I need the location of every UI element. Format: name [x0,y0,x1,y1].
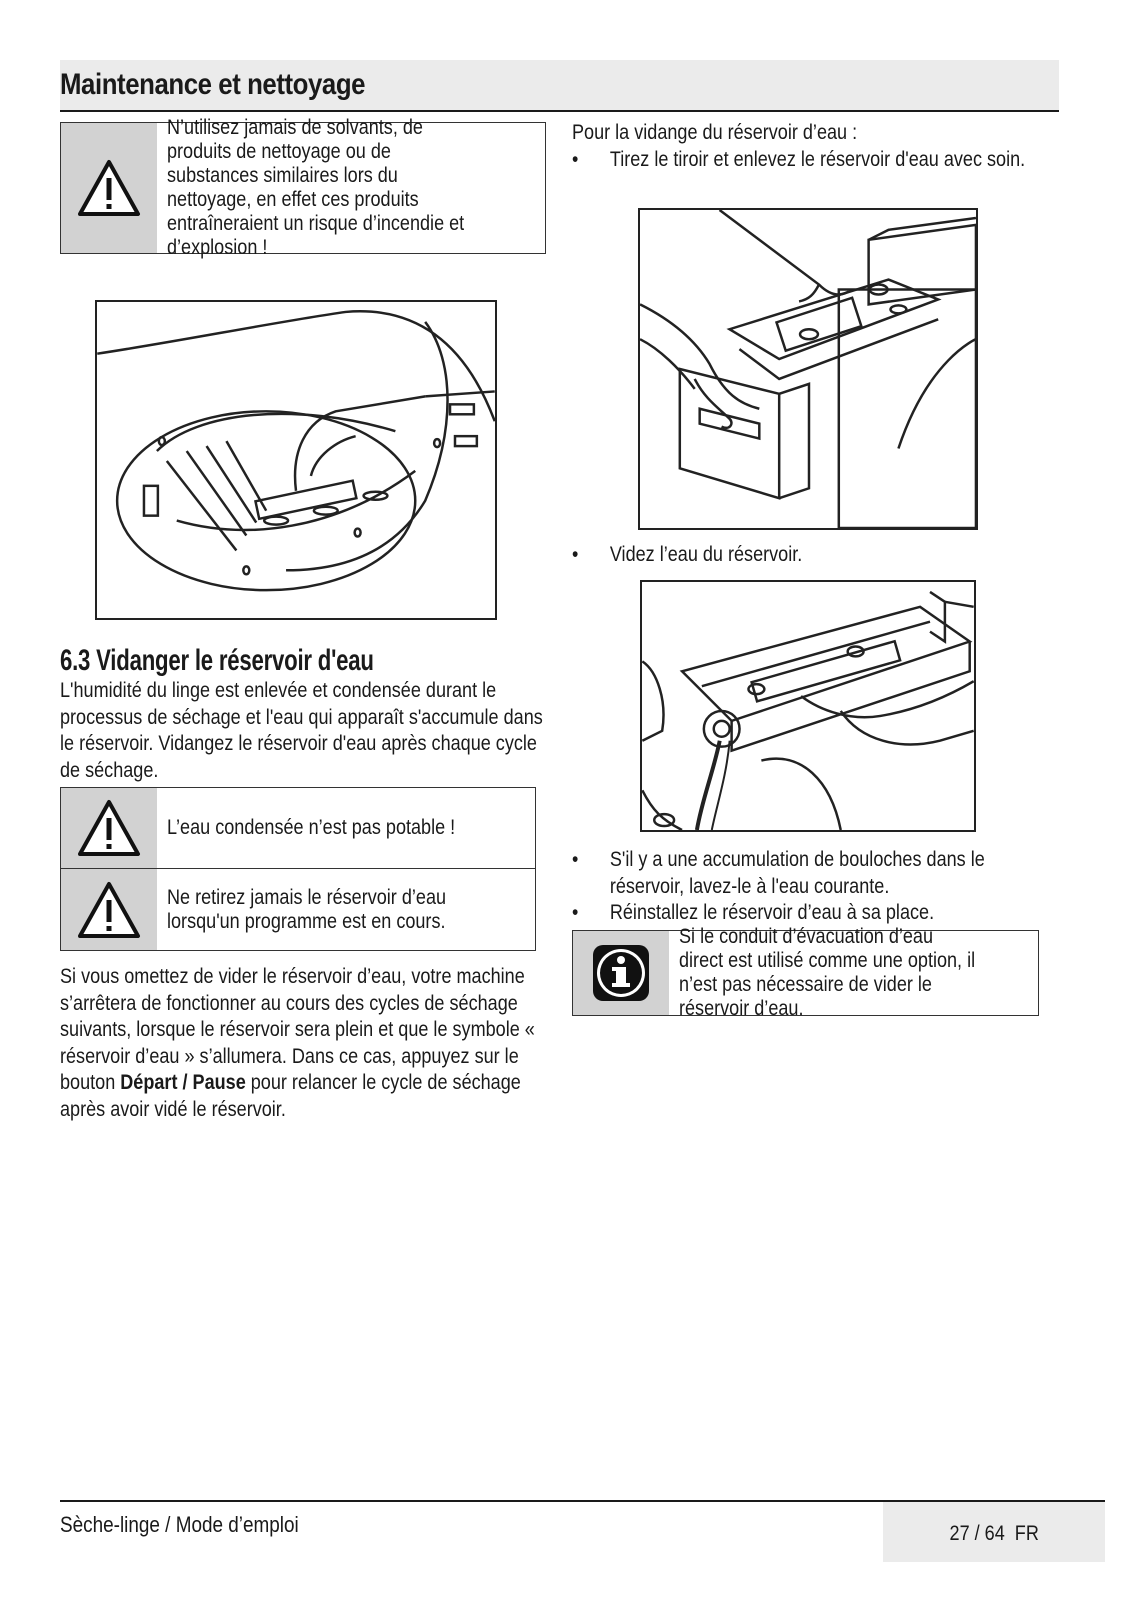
bullet-item: • S'il y a une accumulation de bouloches… [572,847,1048,900]
header-band: Maintenance et nettoyage [60,60,1059,112]
warning-text-cell: N’utilisez jamais de solvants, de produi… [157,116,545,259]
warning-note-potable: L’eau condensée n’est pas potable ! [60,787,536,869]
bullet-dot: • [572,543,579,566]
warning-triangle-icon [78,800,140,856]
paragraph-part-b: pour relancer le cycle de séchage après … [60,1071,521,1121]
warning-text: N’utilisez jamais de solvants, de produi… [167,116,465,259]
info-icon [593,945,649,1001]
warning-text-cell: L’eau condensée n’est pas potable ! [157,788,512,868]
footer-rule [60,1500,1105,1502]
footer-page-band: 27 / 64 FR [883,1502,1105,1562]
left-column: N’utilisez jamais de solvants, de produi… [60,116,546,1121]
warning-triangle-icon [78,160,140,216]
warning-icon-cell [61,788,157,868]
bullet-dot: • [572,848,579,871]
bullet-text: Tirez le tiroir et enlevez le réservoir … [609,147,1026,171]
bullet-item: • Tirez le tiroir et enlevez le réservoi… [572,147,1048,174]
warning-icon-cell [61,869,157,950]
bullet-text: Réinstallez le réservoir d’eau à sa plac… [609,901,935,924]
figure-empty-reservoir [640,580,976,832]
info-note-drain: Si le conduit d’évacuation d’eau direct … [572,925,1039,1020]
bullet-dot: • [572,901,579,924]
reservoir-paragraph: Si vous omettez de vider le réservoir d’… [60,964,545,1123]
bullet-text: Videz l’eau du réservoir. [609,543,803,566]
bullet-dot: • [572,147,579,171]
warning-icon-cell [61,123,157,253]
pull-drawer-illustration [640,210,976,528]
start-pause-label: Départ / Pause [120,1071,246,1094]
right-intro: Pour la vidange du réservoir d’eau : [572,121,858,144]
empty-reservoir-illustration [642,590,974,830]
paragraph-part-a: Si vous omettez de vider le réservoir d’… [60,965,535,1094]
footer-doc-title: Sèche-linge / Mode d’emploi [60,1512,299,1537]
warning-note-solvents: N’utilisez jamais de solvants, de produi… [60,116,546,259]
bullet-item: • Videz l’eau du réservoir. [572,542,1048,569]
warning-note-program: Ne retirez jamais le réservoir d’eau lor… [60,869,536,951]
warning-triangle-icon [78,881,140,938]
page-title: Maintenance et nettoyage [60,68,366,101]
warning-text: L’eau condensée n’est pas potable ! [167,816,456,839]
bullet-item: • Réinstallez le réservoir d’eau à sa pl… [572,900,1048,927]
page-number: 27 / 64 FR [949,1522,1039,1545]
bullet-text: S'il y a une accumulation de bouloches d… [609,848,985,898]
figure-filter-cleaning [95,300,497,620]
warning-text-cell: Ne retirez jamais le réservoir d’eau lor… [157,869,535,950]
filter-cleaning-illustration [97,310,495,592]
info-icon-cell [573,931,669,1015]
warning-text: Ne retirez jamais le réservoir d’eau lor… [167,885,447,933]
info-text: Si le conduit d’évacuation d’eau direct … [679,925,976,1020]
figure-pull-drawer [638,208,978,530]
intro-paragraph: L'humidité du linge est enlevée et conde… [60,679,543,782]
info-text-cell: Si le conduit d’évacuation d’eau direct … [669,925,1038,1020]
section-title: 6.3 Vidanger le réservoir d'eau [60,644,374,677]
